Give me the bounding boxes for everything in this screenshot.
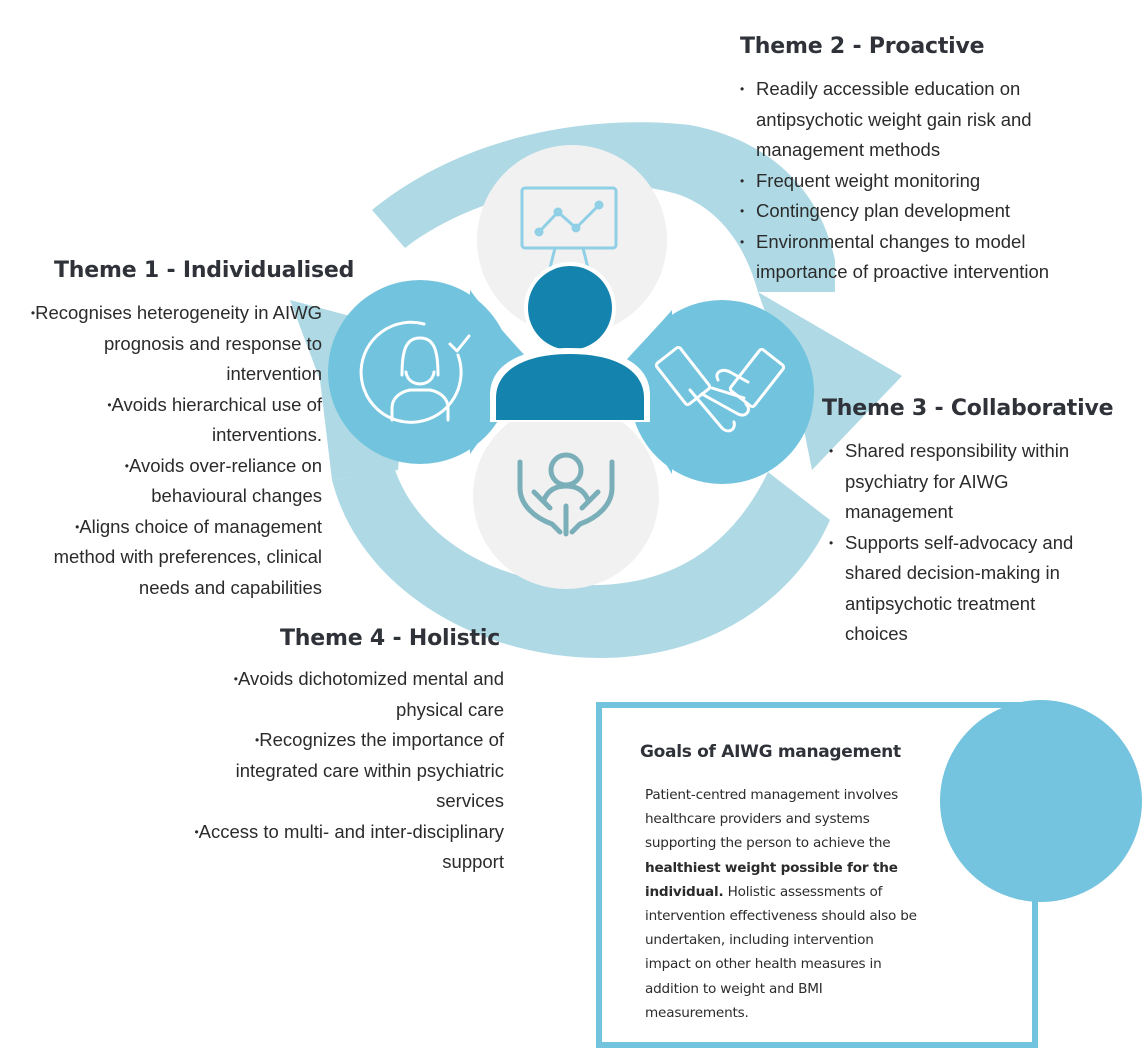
hands-person-icon [517, 452, 615, 537]
goals-title: Goals of AIWG management [640, 742, 901, 762]
theme2-bullet-list: Readily accessible education on antipsyc… [740, 74, 1080, 288]
goals-text-bold: healthiest weight possible for the indiv… [645, 859, 898, 900]
theme2-bullet: Readily accessible education on antipsyc… [740, 74, 1080, 166]
theme3-title: Theme 3 - Collaborative [822, 396, 1114, 421]
chart-board-icon [520, 186, 618, 270]
theme3-bullet: Supports self-advocacy and shared decisi… [829, 528, 1099, 650]
theme4-bullet: Access to multi- and inter-disciplinary … [186, 817, 504, 878]
theme1-bullet-list: Recognises heterogeneity in AIWG prognos… [20, 298, 322, 603]
person-icon [490, 262, 650, 422]
goals-text: Patient-centred management involves heal… [645, 783, 923, 1025]
theme1-title: Theme 1 - Individualised [54, 258, 355, 283]
goals-text-part1: Patient-centred management involves heal… [645, 787, 899, 852]
theme3-bullet: Shared responsibility within psychiatry … [829, 436, 1099, 528]
petal-bottom [473, 403, 659, 589]
theme1-bullet: Avoids hierarchical use of interventions… [20, 390, 322, 451]
theme1-bullet: Recognises heterogeneity in AIWG prognos… [20, 298, 322, 390]
goals-decorative-circle [940, 700, 1142, 902]
ring-arc-top [372, 122, 835, 292]
theme2-title: Theme 2 - Proactive [740, 34, 985, 59]
petal-top [477, 145, 667, 335]
theme4-title: Theme 4 - Holistic [280, 626, 501, 651]
theme2-bullet: Frequent weight monitoring [740, 166, 1080, 197]
theme4-bullet: Recognizes the importance of integrated … [186, 725, 504, 817]
theme1-bullet: Aligns choice of management method with … [20, 512, 322, 604]
goals-text-part2: Holistic assessments of intervention eff… [645, 883, 917, 1021]
theme4-bullet-list: Avoids dichotomized mental and physical … [186, 664, 504, 878]
theme2-bullet: Environmental changes to model importanc… [740, 227, 1080, 288]
theme3-bullet-list: Shared responsibility within psychiatry … [829, 436, 1099, 650]
themes-cycle-diagram [290, 122, 902, 658]
theme4-bullet: Avoids dichotomized mental and physical … [186, 664, 504, 725]
woman-check-icon [359, 320, 471, 424]
theme1-bullet: Avoids over-reliance on behavioural chan… [20, 451, 322, 512]
handshake-icon [654, 345, 786, 433]
theme2-bullet: Contingency plan development [740, 196, 1080, 227]
ring-arc-bottom [332, 470, 830, 658]
